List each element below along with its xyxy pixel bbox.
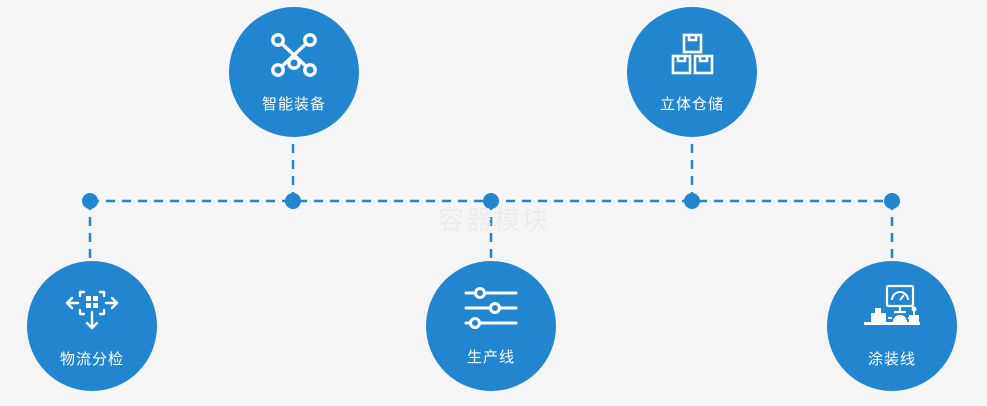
- node-warehouse[interactable]: 立体仓储: [627, 7, 757, 137]
- node-label-painting-line: 涂装线: [867, 350, 916, 368]
- background-watermark: 容器模块: [437, 205, 550, 235]
- stacked-boxes-icon: [666, 31, 718, 79]
- junction-dot-painting: [884, 193, 900, 209]
- factory-monitor-icon: [862, 284, 922, 332]
- junction-dot-logistics: [82, 193, 98, 209]
- node-smart-equipment[interactable]: 智能装备: [229, 7, 359, 137]
- junction-dot-warehouse: [684, 193, 700, 209]
- network-topology-icon: [268, 31, 320, 79]
- node-label-production-line: 生产线: [466, 348, 515, 366]
- node-production-line[interactable]: 生产线: [426, 261, 556, 391]
- node-logistics-sorting[interactable]: 物流分检: [27, 261, 157, 391]
- sliders-icon: [463, 286, 519, 330]
- node-label-logistics-sorting: 物流分检: [59, 350, 124, 368]
- node-label-warehouse: 立体仓储: [659, 95, 724, 113]
- junction-dot-smart-equipment: [285, 193, 301, 209]
- sorting-arrows-icon: [65, 284, 119, 332]
- node-label-smart-equipment: 智能装备: [261, 95, 326, 113]
- node-painting-line[interactable]: 涂装线: [827, 261, 957, 391]
